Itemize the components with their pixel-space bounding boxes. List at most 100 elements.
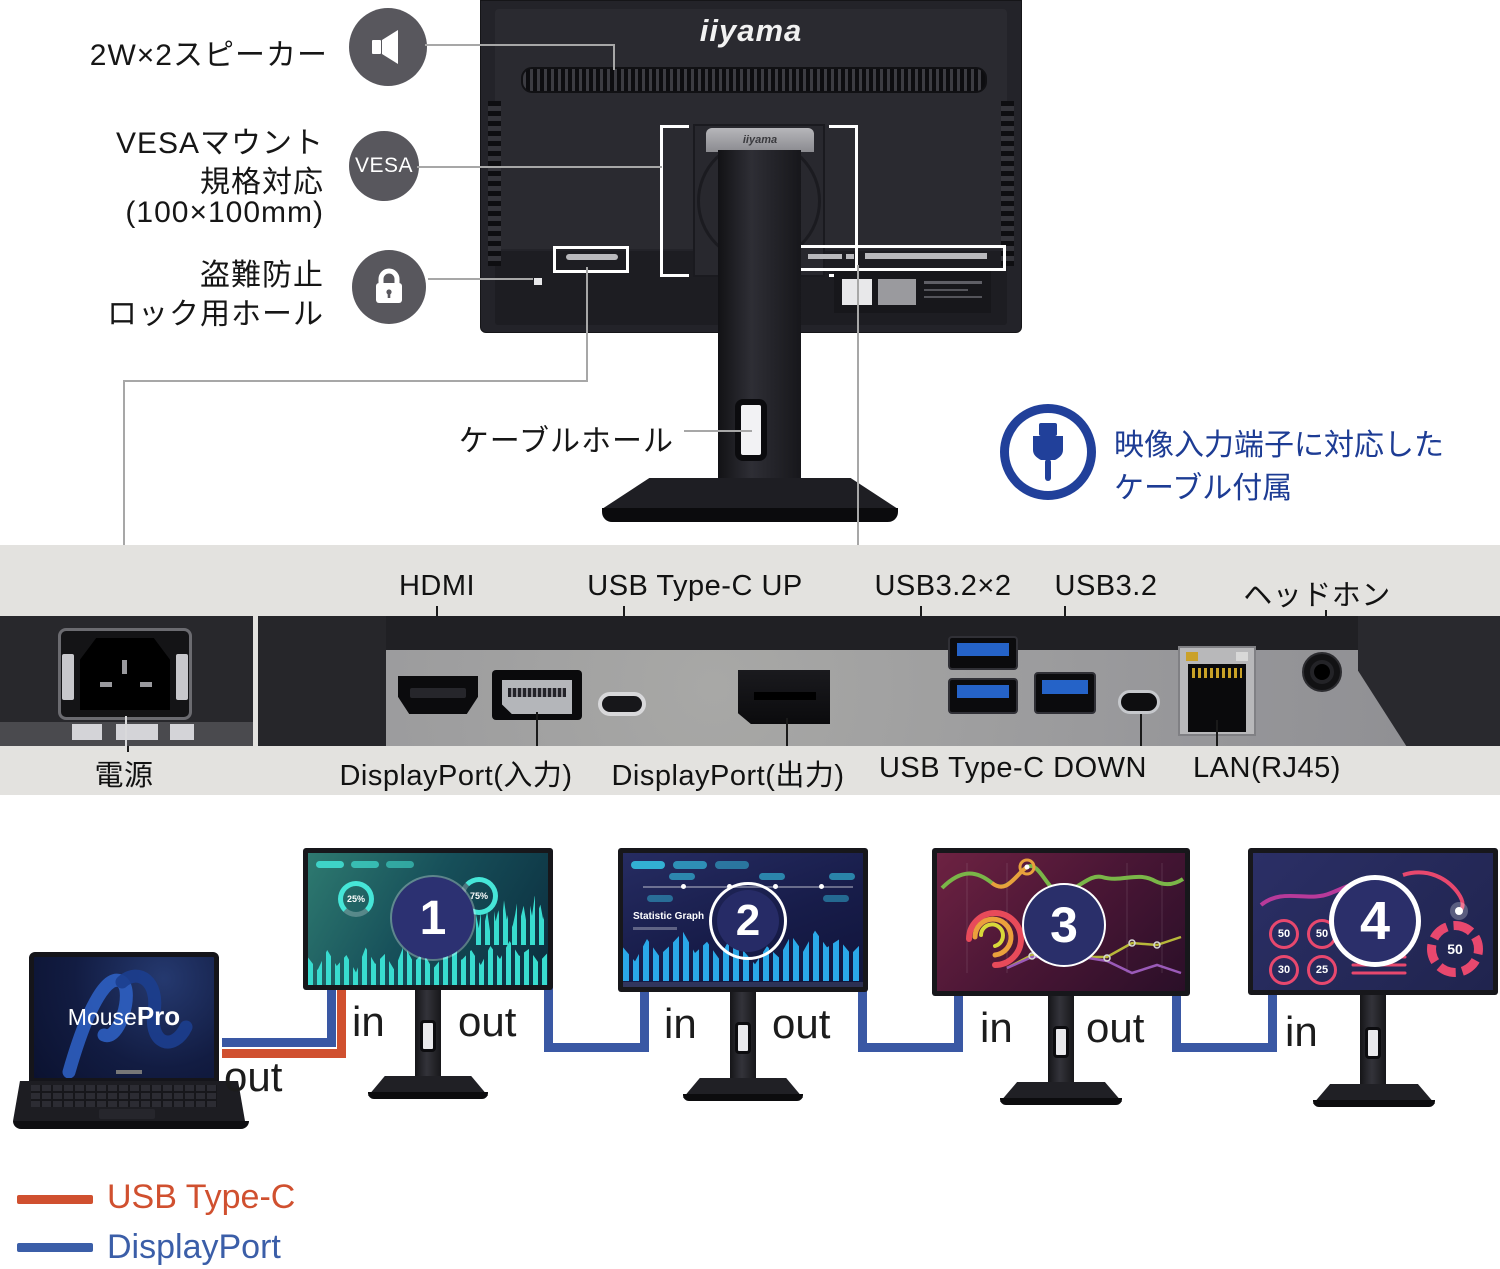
usb-tongue bbox=[1042, 680, 1088, 694]
ports-photo bbox=[258, 616, 1500, 746]
decoration bbox=[681, 884, 686, 889]
sticker-gray-box bbox=[878, 279, 916, 305]
vesa-bracket-left bbox=[660, 125, 689, 277]
leader-line bbox=[425, 44, 615, 46]
number-fill: 2 bbox=[717, 890, 779, 952]
decoration bbox=[647, 895, 673, 902]
usb-a-port-3 bbox=[1034, 672, 1096, 714]
laptop-touchpad bbox=[99, 1109, 155, 1119]
decoration bbox=[116, 724, 158, 740]
monitor-3: 3 bbox=[932, 848, 1190, 996]
legend-label-dp: DisplayPort bbox=[107, 1228, 281, 1266]
laptop-logo-pro: Pro bbox=[136, 1001, 181, 1031]
monitor-1-in-label: in bbox=[352, 998, 385, 1045]
port-label-usb32x2: USB3.2×2 bbox=[874, 570, 1012, 602]
decoration bbox=[633, 927, 677, 930]
lan-led bbox=[1236, 652, 1248, 661]
dp-in-connector bbox=[502, 680, 572, 714]
monitor-4-base-lip bbox=[1313, 1100, 1435, 1107]
monitor-2-stand bbox=[730, 992, 756, 1084]
dp-in-pins bbox=[508, 688, 566, 697]
monitor-2: Statistic Graph 2 bbox=[618, 848, 868, 992]
ac-pin bbox=[140, 682, 152, 687]
iiyama-logo: iiyama bbox=[699, 13, 803, 48]
dp-cable bbox=[1172, 986, 1181, 1052]
leader-tick bbox=[1140, 714, 1142, 746]
top-vent bbox=[521, 67, 987, 93]
cable-hole-label: ケーブルホール bbox=[458, 425, 674, 458]
monitor-1-number: 1 bbox=[392, 877, 474, 959]
ac-inlet-socket bbox=[80, 638, 170, 710]
leader-tick bbox=[786, 718, 788, 746]
monitor-1-screen: 25% 75% 1 bbox=[308, 853, 548, 985]
stand-hole bbox=[735, 1022, 751, 1054]
decoration bbox=[846, 254, 854, 259]
lock-label-2: ロック用ホール bbox=[107, 298, 324, 331]
cable-included-icon bbox=[1000, 404, 1096, 500]
monitor-2-in-label: in bbox=[664, 1000, 697, 1047]
decoration bbox=[715, 861, 749, 869]
monitor-1-base bbox=[368, 1076, 488, 1096]
monitor-3-number: 3 bbox=[1022, 883, 1106, 967]
ac-inlet-clip-left bbox=[62, 654, 74, 700]
monitor-1: 25% 75% 1 bbox=[303, 848, 553, 990]
label-sticker bbox=[834, 269, 991, 313]
dp-cable bbox=[1268, 986, 1277, 1052]
leader-line bbox=[857, 265, 859, 620]
stand-hole bbox=[1365, 1027, 1381, 1059]
vesa-label-1: VESAマウント bbox=[115, 127, 324, 160]
monitor-3-base-lip bbox=[1000, 1098, 1122, 1105]
laptop-deck bbox=[13, 1081, 245, 1121]
leader-line bbox=[613, 44, 615, 70]
decoration bbox=[924, 289, 968, 291]
legend-swatch-dp bbox=[17, 1243, 93, 1252]
donut-75-value: 75% bbox=[469, 891, 488, 901]
security-lock-hole bbox=[534, 278, 542, 285]
usb-a-port-2 bbox=[948, 678, 1018, 714]
usb-a-port-1 bbox=[948, 636, 1018, 670]
stand-hole bbox=[420, 1020, 436, 1052]
laptop-logo-mouse: Mouse bbox=[67, 1004, 137, 1030]
number-text: 1 bbox=[419, 891, 447, 945]
decoration bbox=[773, 884, 778, 889]
decoration bbox=[924, 296, 982, 298]
ring-50a: 50 bbox=[1269, 919, 1299, 949]
lock-icon bbox=[352, 250, 426, 324]
ac-pin bbox=[100, 682, 112, 687]
dp-cable bbox=[858, 1043, 963, 1052]
stand-cap: iiyama bbox=[706, 128, 814, 152]
leader-tick bbox=[1216, 720, 1218, 746]
dp-cable bbox=[640, 986, 649, 1052]
headphone-hole bbox=[1310, 660, 1334, 684]
decoration bbox=[116, 1070, 142, 1074]
speaker-icon bbox=[349, 8, 427, 86]
lan-pins bbox=[1192, 668, 1242, 678]
lock-label-1: 盗難防止 bbox=[200, 259, 324, 292]
stand-base bbox=[602, 478, 898, 509]
highlight-box-power bbox=[553, 246, 629, 273]
monitor-4-number: 4 bbox=[1329, 875, 1421, 967]
dp-cable bbox=[544, 1043, 649, 1052]
port-label-usb32: USB3.2 bbox=[1054, 570, 1158, 602]
number-text: 3 bbox=[1050, 897, 1078, 953]
port-label-lan: LAN(RJ45) bbox=[1193, 752, 1341, 784]
monitor-2-number: 2 bbox=[709, 882, 787, 960]
monitor-4-stand bbox=[1360, 995, 1386, 1090]
headphone-jack bbox=[1302, 652, 1342, 692]
laptop-keyboard bbox=[31, 1085, 217, 1107]
monitor-3-charts bbox=[940, 858, 1185, 975]
ring-value: 25 bbox=[1315, 964, 1329, 976]
vesa-label-2: 規格対応 bbox=[200, 166, 324, 199]
leader-line bbox=[123, 380, 125, 630]
number-text: 4 bbox=[1359, 891, 1391, 951]
decoration bbox=[72, 724, 102, 740]
monitor-2-base-lip bbox=[683, 1094, 803, 1101]
dp-cable bbox=[222, 1038, 336, 1047]
donut-25: 25% bbox=[338, 881, 374, 917]
monitor-2-screen: Statistic Graph 2 bbox=[623, 853, 863, 987]
usbc-cable bbox=[337, 986, 346, 1058]
decoration bbox=[865, 253, 987, 259]
monitor-3-stand bbox=[1048, 996, 1074, 1088]
decoration bbox=[823, 895, 849, 902]
ac-pin bbox=[122, 660, 127, 674]
